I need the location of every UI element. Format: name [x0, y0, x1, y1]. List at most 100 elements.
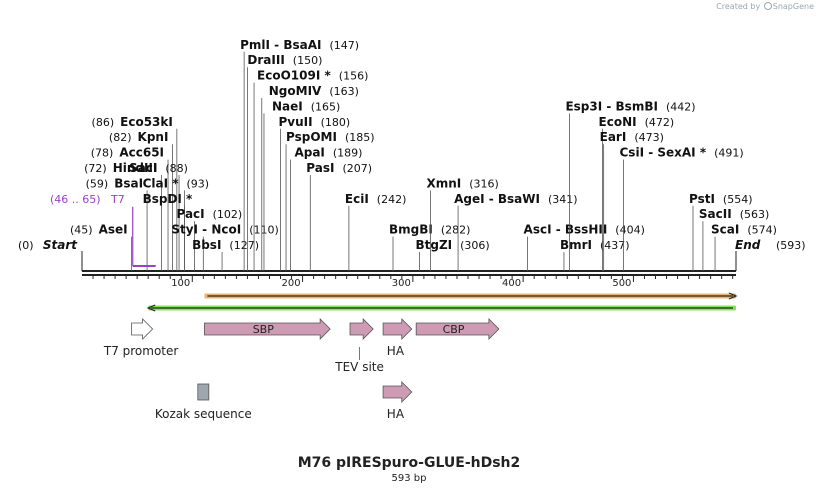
site-position: (207)	[342, 162, 372, 175]
orf-forward	[204, 292, 738, 300]
map-title-block: M76 pIRESpuro-GLUE-hDsh2 593 bp	[0, 455, 818, 484]
site-name: SacI	[129, 161, 157, 175]
site-position: (78)	[91, 147, 114, 160]
site-scai: ScaI (574)	[711, 223, 777, 271]
ruler-label: 100	[171, 278, 190, 289]
feature-arrow	[382, 318, 413, 340]
orf-arrowhead	[146, 304, 156, 312]
site-name: HindIII	[113, 161, 158, 175]
feature-label: SBP	[253, 323, 275, 336]
site-name: ClaI *	[143, 176, 180, 190]
primer-t7-primer: (46 .. 65)T7	[50, 193, 156, 267]
site-asci-bsshii: AscI - BssHII(404)	[524, 223, 645, 271]
site-btgzi: BtgZI(306)	[415, 238, 490, 271]
orf-arrowhead	[728, 292, 738, 300]
site-position: (189)	[333, 147, 363, 160]
site-name: AseI	[99, 223, 128, 237]
feature-label: TEV site	[334, 360, 384, 374]
site-paci: PacI(102)	[176, 207, 242, 271]
site-name: EciI	[345, 192, 369, 206]
site-position: (242)	[377, 193, 407, 206]
site-position: (472)	[645, 116, 675, 129]
site-name: EarI	[600, 130, 627, 144]
site-position: (185)	[345, 131, 375, 144]
ruler-label: 500	[612, 278, 631, 289]
site-name: DraIII	[247, 53, 284, 67]
site-name: BmgBI	[389, 223, 433, 237]
feature-arrow	[415, 318, 500, 340]
site-name: PspOMI	[286, 130, 337, 144]
site-apai: ApaI (189)	[290, 146, 362, 271]
feature-arrow	[382, 381, 413, 403]
orf-arrows	[146, 292, 738, 312]
site-ecii: EciI (242)	[345, 192, 406, 271]
site-position: (574)	[747, 224, 777, 237]
site-acc65i: Acc65I (78)	[91, 146, 169, 271]
site-bbsi: BbsI(127)	[192, 238, 259, 271]
feature-arrow	[204, 318, 331, 340]
site-bsai: BsaI(59)	[86, 176, 148, 271]
site-name: KpnI	[138, 130, 169, 144]
site-name: PvuII	[279, 115, 313, 129]
feature-tev-site: TEV site	[334, 318, 384, 374]
site-name: PstI	[689, 192, 715, 206]
site-position: (88)	[165, 162, 188, 175]
site-hindiii: HindIII (72)	[84, 161, 162, 271]
site-position: (306)	[460, 239, 490, 252]
site-name: NaeI	[272, 99, 303, 113]
site-eari: EarI (473)	[600, 130, 664, 271]
site-name: BspDI *	[143, 192, 193, 206]
end-position: (593)	[776, 239, 806, 252]
site-name: PmlI - BsaAI	[240, 38, 321, 52]
site-name: PacI	[176, 207, 204, 221]
site-ecoo109i: EcoO109I *(156)	[253, 69, 369, 271]
ruler-label: 400	[502, 278, 521, 289]
site-pspomi: PspOMI (185)	[285, 130, 375, 271]
site-position: (150)	[293, 54, 323, 67]
site-name: Acc65I	[119, 146, 164, 160]
sequence-ends: Start(0)End(593)	[18, 238, 806, 271]
site-name: ApaI	[294, 146, 324, 160]
site-position: (180)	[321, 116, 351, 129]
site-position: (72)	[84, 162, 107, 175]
feature-ha-2: HA	[382, 381, 413, 421]
site-name: Eco53kI	[120, 115, 173, 129]
site-position: (93)	[187, 177, 210, 190]
feature-ha-1: HA	[382, 318, 413, 358]
feature-sbp: SBP	[204, 318, 331, 340]
site-name: Esp3I - BsmBI	[565, 99, 657, 113]
feature-kozak: Kozak sequence	[155, 383, 252, 421]
site-name: AscI - BssHII	[524, 223, 608, 237]
site-position: (45)	[70, 224, 93, 237]
site-pasi: PasI(207)	[306, 161, 372, 271]
snapgene-logo-icon	[763, 2, 772, 10]
site-position: (163)	[329, 85, 359, 98]
feature-arrow	[131, 318, 154, 340]
site-name: StyI - NcoI	[171, 223, 241, 237]
feature-box	[197, 383, 210, 401]
site-ngomiv: NgoMIV(163)	[261, 84, 359, 271]
site-name: ScaI	[711, 223, 739, 237]
site-sacii: SacII(563)	[699, 207, 769, 271]
construct-title: M76 pIRESpuro-GLUE-hDsh2	[297, 455, 521, 471]
feature-cbp: CBP	[415, 318, 500, 340]
site-bmri: BmrI(437)	[560, 238, 630, 271]
site-position: (473)	[634, 131, 664, 144]
primer-range: (46 .. 65)	[50, 193, 101, 206]
site-esp3i-bsmbi: Esp3I - BsmBI (442)	[565, 99, 696, 271]
start-position: (0)	[18, 239, 34, 252]
site-psti: PstI(554)	[689, 192, 753, 271]
restriction-sites: AseI(45)BsaI(59)HindIII(72)Acc65I(78)Kpn…	[70, 38, 777, 271]
feature-t7-promoter: T7 promoter	[103, 318, 178, 358]
site-kpni: KpnI(82)	[109, 130, 173, 271]
start-label: Start	[43, 238, 78, 252]
site-position: (282)	[441, 224, 471, 237]
site-position: (156)	[339, 70, 369, 83]
site-name: SacII	[699, 207, 732, 221]
site-position: (59)	[86, 177, 109, 190]
feature-label: HA	[387, 407, 405, 421]
site-position: (442)	[666, 100, 696, 113]
site-pmli-bsaai: PmlI - BsaAI(147)	[240, 38, 359, 271]
